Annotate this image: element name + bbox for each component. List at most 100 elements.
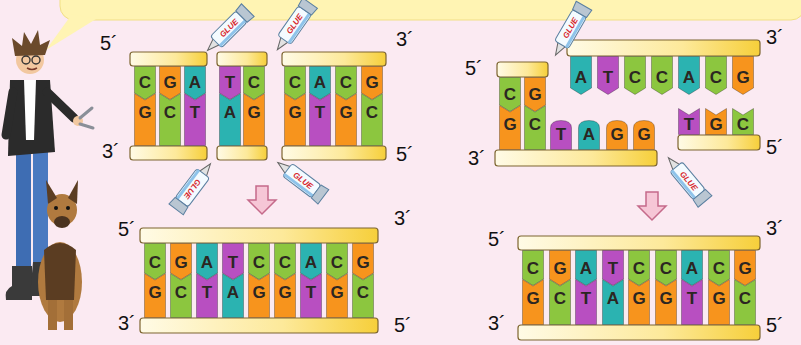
base-letter: C [705, 68, 727, 88]
base-letter: C [352, 283, 374, 303]
nucleotide-base: C [651, 56, 673, 95]
base-letter: T [597, 68, 619, 88]
base-letter: G [284, 103, 306, 123]
nucleotide-base: A [219, 93, 241, 146]
nucleotide-base: A [300, 243, 322, 280]
nucleotide-base: G [708, 279, 730, 325]
base-letter: G [134, 103, 156, 123]
strand-end-label: 3´ [396, 28, 414, 51]
base-letter: C [284, 73, 306, 93]
base-letter: T [222, 253, 244, 273]
base-letter: G [628, 289, 650, 309]
base-letter: C [549, 289, 571, 309]
nucleotide-base: C [549, 279, 571, 325]
nucleotide-base: A [222, 273, 244, 318]
base-letter: G [144, 283, 166, 303]
nucleotide-base: G [705, 108, 727, 135]
glue-tube: GLUE [661, 152, 712, 208]
base-letter: C [144, 253, 166, 273]
base-letter: A [602, 289, 624, 309]
base-letter: C [499, 85, 521, 105]
base-letter: G [352, 253, 374, 273]
strand-end-label: 3´ [118, 312, 136, 335]
base-letter: T [550, 125, 572, 145]
base-letter: C [651, 68, 673, 88]
strand-end-label: 5´ [118, 218, 136, 241]
strand-end-label: 3´ [488, 312, 506, 335]
nucleotide-base: C [274, 243, 296, 280]
nucleotide-base: T [602, 250, 624, 286]
base-letter: G [524, 85, 546, 105]
base-letter: C [734, 289, 756, 309]
base-letter: A [300, 253, 322, 273]
base-letter: G [499, 115, 521, 135]
base-letter: G [361, 73, 383, 93]
base-letter: A [575, 259, 597, 279]
nucleotide-base: G [732, 56, 754, 95]
base-letter: C [732, 115, 754, 135]
nucleotide-base: C [248, 243, 270, 280]
base-letter: C [628, 259, 650, 279]
glue-tube: GLUE [201, 3, 255, 57]
strand-end-label: 3´ [468, 147, 486, 170]
nucleotide-base: G [655, 279, 677, 325]
base-letter: A [219, 103, 241, 123]
base-letter: G [633, 125, 655, 145]
nucleotide-base: T [309, 93, 331, 146]
glue-tube: GLUE [168, 158, 217, 215]
cartoon-scientist [6, 30, 93, 300]
nucleotide-base: G [134, 93, 156, 146]
base-letter: C [335, 73, 357, 93]
strand-end-label: 3´ [102, 140, 120, 163]
strand-end-label: 5´ [766, 136, 784, 159]
base-letter: C [655, 259, 677, 279]
base-letter: G [732, 68, 754, 88]
nucleotide-base: G [606, 120, 628, 150]
nucleotide-base: G [326, 273, 348, 318]
glue-tube: GLUE [272, 155, 329, 204]
nucleotide-base: C [361, 93, 383, 146]
nucleotide-base: G [170, 243, 192, 280]
nucleotide-base: A [602, 279, 624, 325]
base-letter: G [248, 283, 270, 303]
base-letter: G [159, 73, 181, 93]
base-letter: G [326, 283, 348, 303]
nucleotide-base: T [550, 120, 572, 150]
nucleotide-base: G [243, 93, 265, 146]
base-letter: T [309, 103, 331, 123]
nucleotide-base: G [352, 243, 374, 280]
nucleotide-base: G [628, 279, 650, 325]
nucleotide-base: T [300, 273, 322, 318]
nucleotide-base: G [522, 279, 544, 325]
base-letter: T [681, 289, 703, 309]
nucleotide-base: C [522, 250, 544, 286]
base-letter: A [570, 68, 592, 88]
strand-end-label: 3´ [394, 207, 412, 230]
base-letter: C [708, 259, 730, 279]
base-letter: G [655, 289, 677, 309]
base-letter: C [326, 253, 348, 273]
strand-end-label: 3´ [766, 217, 784, 240]
nucleotide-base: G [549, 250, 571, 286]
nucleotide-base: A [681, 250, 703, 286]
strand-end-label: 5´ [396, 143, 414, 166]
base-letter: C [248, 253, 270, 273]
base-letter: T [184, 103, 206, 123]
nucleotide-base: C [734, 279, 756, 325]
base-letter: T [602, 259, 624, 279]
nucleotide-base: C [732, 108, 754, 135]
nucleotide-base: G [248, 273, 270, 318]
base-letter: G [705, 115, 727, 135]
dna-backbone [130, 40, 760, 340]
base-letter: G [606, 125, 628, 145]
nucleotide-base: C [352, 273, 374, 318]
base-letter: C [170, 283, 192, 303]
base-letter: G [549, 259, 571, 279]
glue-tube: GLUE [548, 0, 593, 59]
nucleotide-base: G [734, 250, 756, 286]
base-letter: A [678, 68, 700, 88]
base-letter: A [184, 73, 206, 93]
nucleotide-base: G [274, 273, 296, 318]
nucleotide-base: A [678, 56, 700, 95]
base-letter: C [134, 73, 156, 93]
